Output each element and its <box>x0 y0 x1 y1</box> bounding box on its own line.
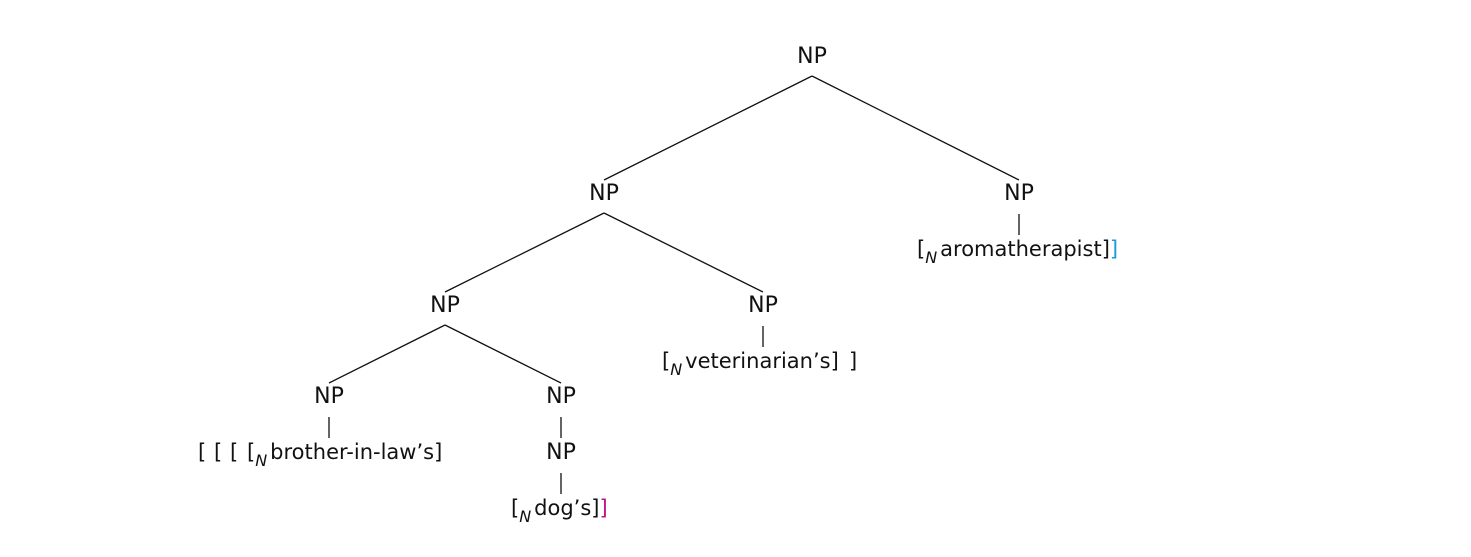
blue-close-bracket: ] <box>1110 237 1118 261</box>
red-close-bracket: ] <box>849 349 857 373</box>
leaf-word: brother-in-law’s] <box>270 440 442 464</box>
leaf-word: dog’s] <box>534 496 599 520</box>
blue-open-bracket: [ <box>198 440 206 464</box>
leaf-open-bracket: [ <box>662 349 670 373</box>
leaf-subscript: N <box>519 507 531 526</box>
edge-root-left <box>603 75 813 181</box>
node-np-llr: NP <box>546 384 576 409</box>
edge-root-right <box>811 75 1020 181</box>
leaf-subscript: N <box>255 451 267 470</box>
magenta-open-bracket: [ <box>230 440 238 464</box>
edge-left-ll <box>444 212 605 293</box>
tree-edges <box>328 75 1020 494</box>
leaf-word: veterinarian’s] <box>685 349 839 373</box>
node-np-ll: NP <box>430 293 460 318</box>
node-np-llr-child: NP <box>546 440 576 465</box>
leaf-open-bracket: [ <box>511 496 519 520</box>
red-open-bracket: [ <box>214 440 222 464</box>
node-np-right: NP <box>1004 181 1034 206</box>
node-np-lll: NP <box>314 384 344 409</box>
leaf-open-bracket: [ <box>917 237 925 261</box>
leaf-subscript: N <box>670 360 682 379</box>
node-np-left: NP <box>589 181 619 206</box>
leaf-word: aromatherapist] <box>940 237 1110 261</box>
leaf-subscript: N <box>925 248 937 267</box>
edge-left-lr <box>603 212 764 293</box>
edge-ll-lll <box>328 324 446 384</box>
node-root: NP <box>797 44 827 69</box>
node-np-lr: NP <box>748 293 778 318</box>
magenta-close-bracket: ] <box>600 496 608 520</box>
edge-ll-llr <box>444 324 562 384</box>
leaf-open-bracket: [ <box>247 440 255 464</box>
